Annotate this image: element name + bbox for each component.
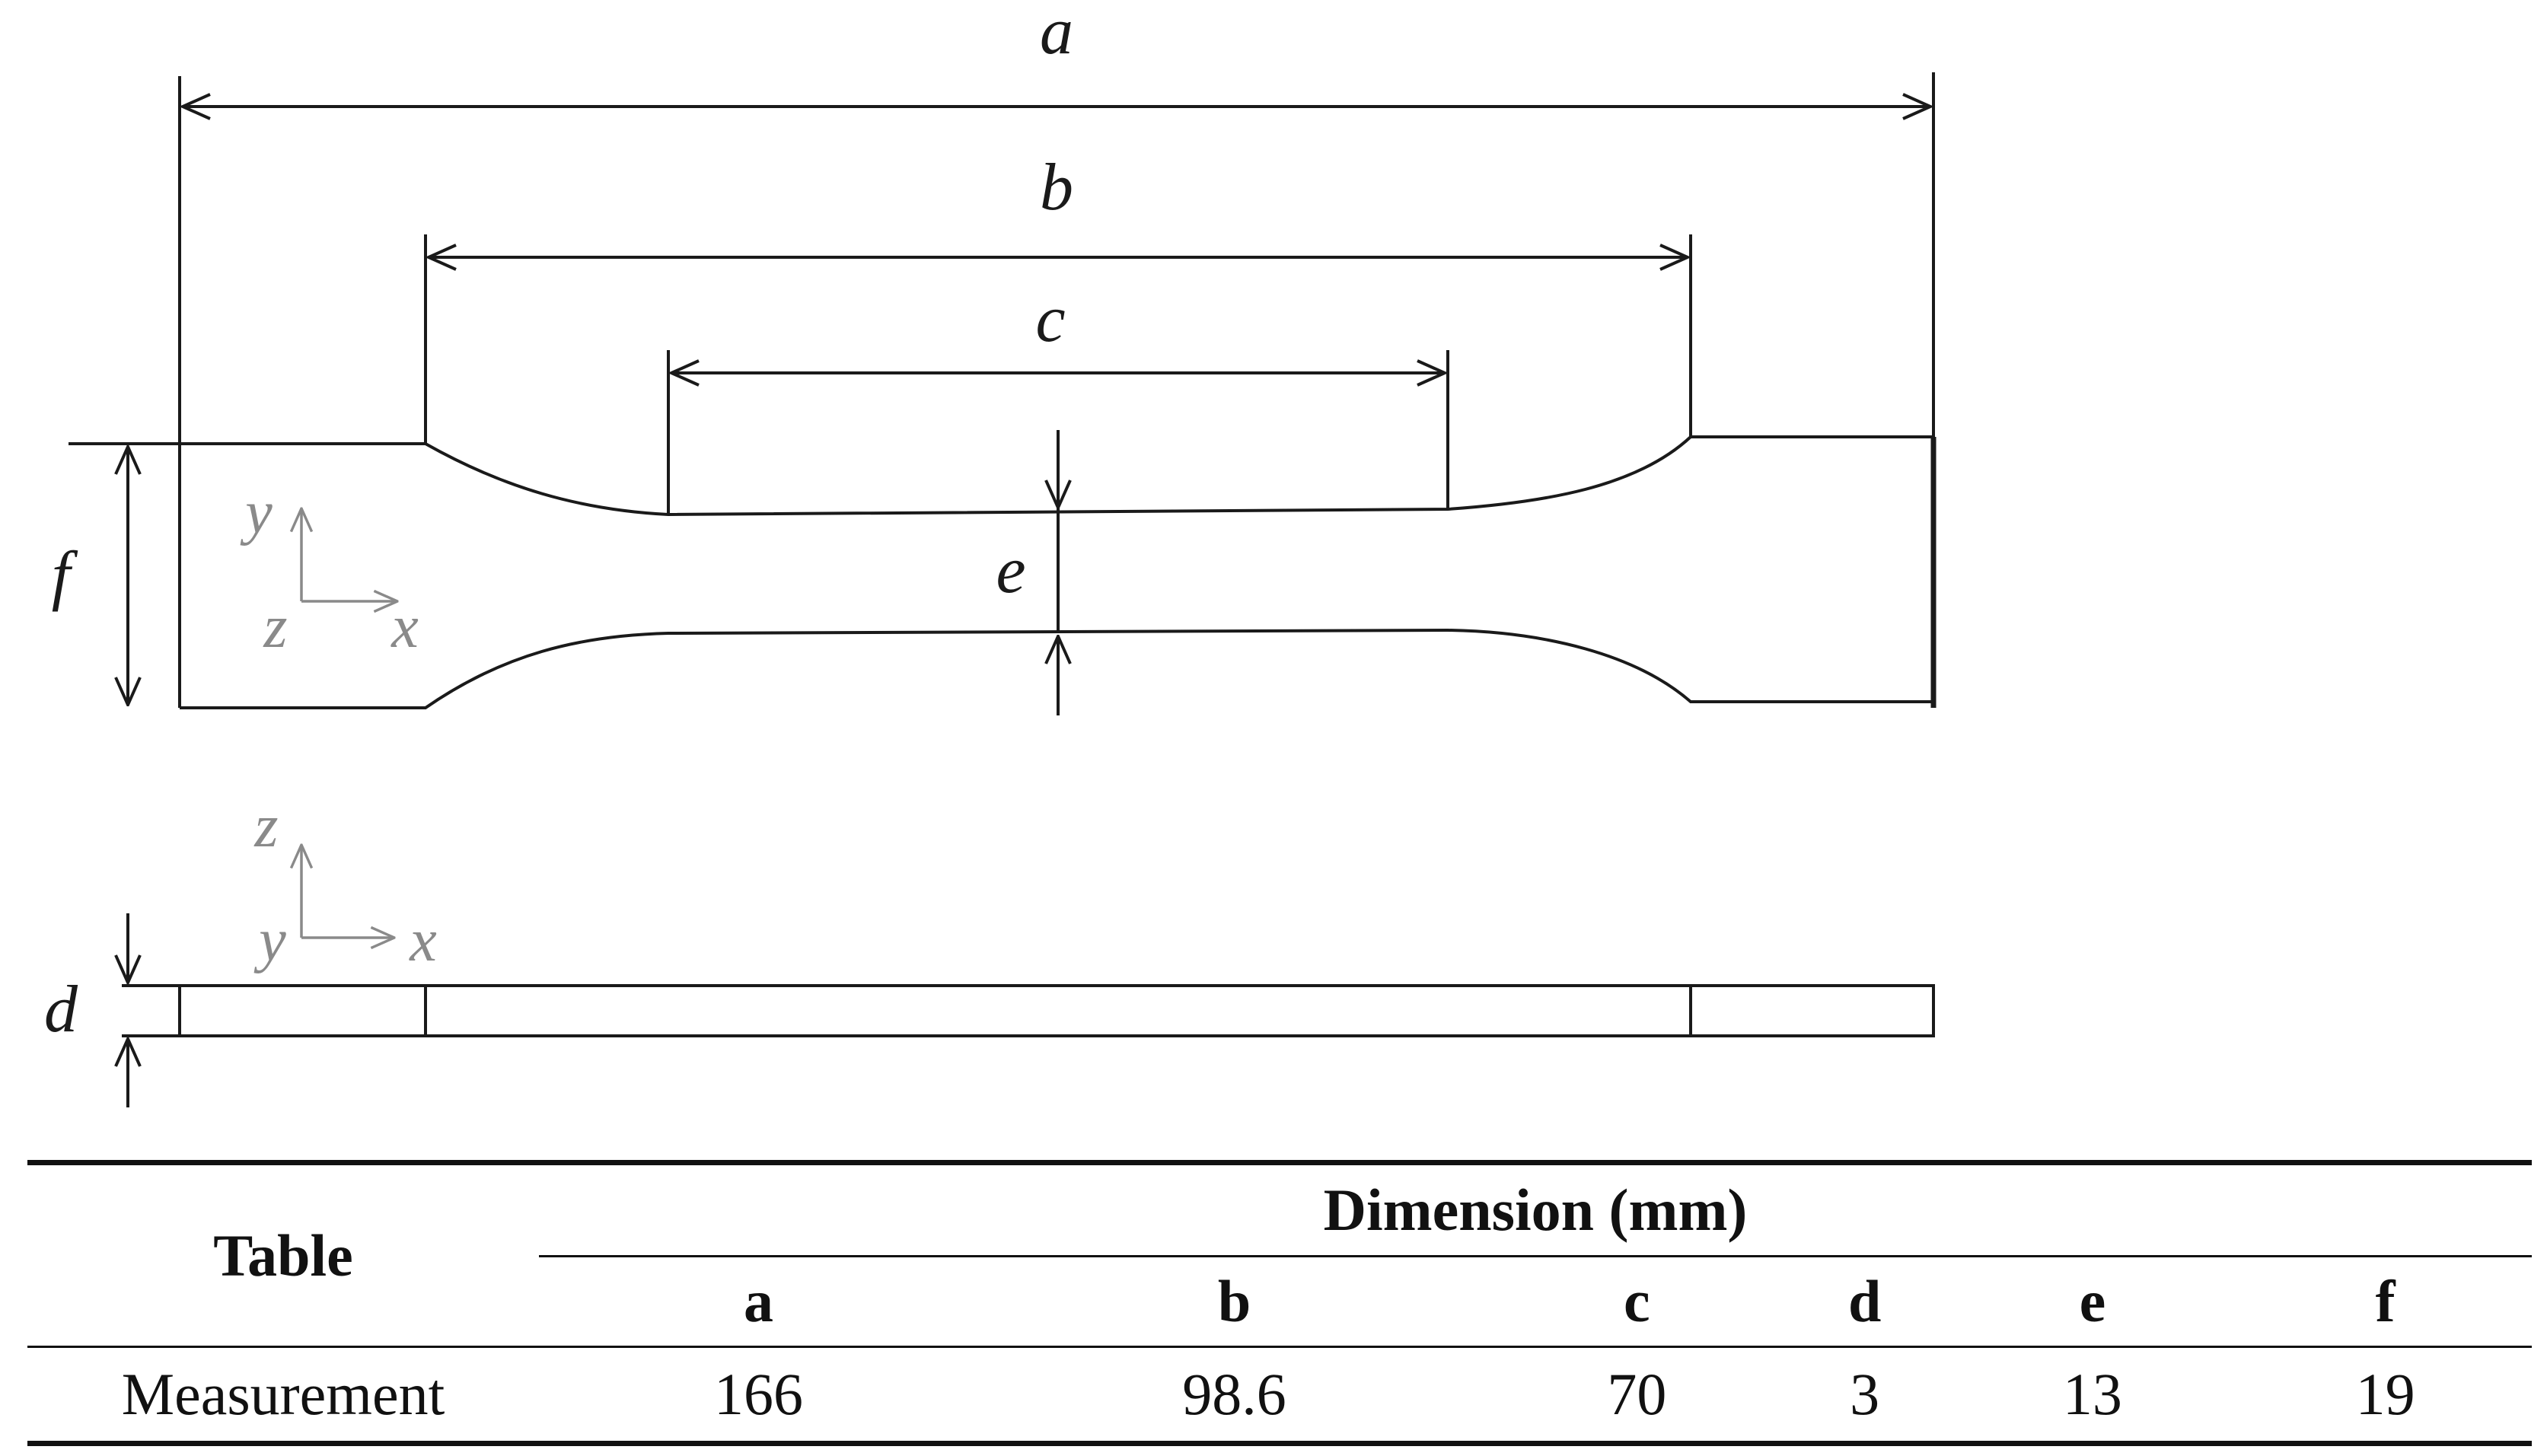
dimension-e-label: e: [996, 534, 1025, 607]
axis-x-label: x: [390, 594, 419, 661]
table-cell: 166: [539, 1346, 978, 1446]
axis-x-label: x: [409, 907, 437, 974]
dimension-b: b: [429, 151, 1688, 257]
table-cell: 3: [1783, 1346, 1946, 1446]
dimension-b-label: b: [1040, 151, 1073, 225]
table-cell: 13: [1946, 1346, 2239, 1446]
dimension-d: d: [44, 913, 128, 1107]
dimension-d-label: d: [44, 973, 78, 1047]
specimen-side-view: [122, 984, 1935, 1037]
specimen-drawing: a b c e f y z x d: [44, 0, 1937, 1107]
column-header: a: [539, 1256, 978, 1348]
row-label: Measurement: [27, 1346, 539, 1446]
table-cell: 70: [1490, 1346, 1784, 1446]
axis-z-label: z: [253, 793, 278, 860]
dimension-a-label: a: [1040, 0, 1073, 68]
table-row: Measurement 166 98.6 70 3 13 19: [27, 1346, 2532, 1446]
table-cell: 98.6: [977, 1346, 1491, 1446]
dimension-f-label: f: [52, 539, 78, 613]
dimension-a: a: [183, 0, 1930, 107]
group-header: Dimension (mm): [539, 1160, 2532, 1257]
axis-z-label: z: [263, 594, 287, 661]
dimension-e: e: [996, 430, 1058, 715]
column-header: c: [1490, 1256, 1784, 1348]
column-header: e: [1946, 1256, 2239, 1348]
row-header: Table: [27, 1160, 539, 1348]
axes-side-view: z y x: [253, 793, 437, 974]
column-header: f: [2239, 1256, 2532, 1348]
dimension-c: c: [671, 282, 1445, 373]
dimension-c-label: c: [1035, 282, 1065, 356]
dimension-table: Table Dimension (mm) a b c d e f Measure…: [27, 1160, 2532, 1446]
axes-top-view: y z x: [240, 479, 419, 661]
column-header: b: [977, 1256, 1491, 1348]
table-cell: 19: [2239, 1346, 2532, 1446]
axis-y-label: y: [253, 907, 286, 974]
column-header: d: [1783, 1256, 1946, 1348]
extension-lines: [178, 72, 1935, 515]
axis-y-label: y: [240, 479, 273, 546]
dimension-f: f: [52, 447, 128, 705]
